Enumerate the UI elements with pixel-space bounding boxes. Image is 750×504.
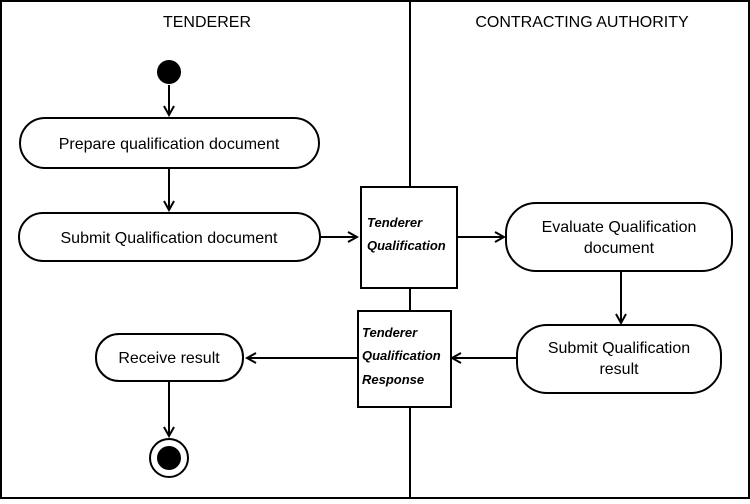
activity-evaluate-qualification bbox=[505, 202, 733, 272]
object-response-line-1: Tenderer bbox=[362, 325, 418, 340]
activity-submit-result bbox=[516, 324, 722, 394]
activity-evaluate-line-2: document bbox=[584, 240, 655, 257]
activity-evaluate-line-1: Evaluate Qualification bbox=[542, 219, 697, 236]
activity-submit-label: Submit Qualification document bbox=[61, 230, 279, 247]
activity-submit-result-line-2: result bbox=[599, 361, 639, 378]
object-tenderer-qualification bbox=[360, 186, 458, 289]
lane-title-contracting-authority: CONTRACTING AUTHORITY bbox=[475, 14, 689, 31]
activity-receive-label: Receive result bbox=[118, 350, 220, 367]
activity-receive-result bbox=[95, 333, 244, 382]
activity-prepare-label: Prepare qualification document bbox=[59, 136, 280, 153]
activity-prepare-qualification bbox=[19, 117, 320, 169]
object-qualification-response bbox=[357, 310, 452, 408]
object-response-line-2: Qualification bbox=[362, 348, 441, 363]
end-node-inner bbox=[157, 446, 181, 470]
object-qualification-line-1: Tenderer bbox=[367, 215, 423, 230]
start-node bbox=[157, 60, 181, 84]
activity-submit-qualification bbox=[18, 212, 321, 262]
activity-submit-result-line-1: Submit Qualification bbox=[548, 340, 690, 357]
object-response-line-3: Response bbox=[362, 372, 424, 387]
object-qualification-line-2: Qualification bbox=[367, 238, 446, 253]
lane-title-tenderer: TENDERER bbox=[163, 14, 251, 31]
